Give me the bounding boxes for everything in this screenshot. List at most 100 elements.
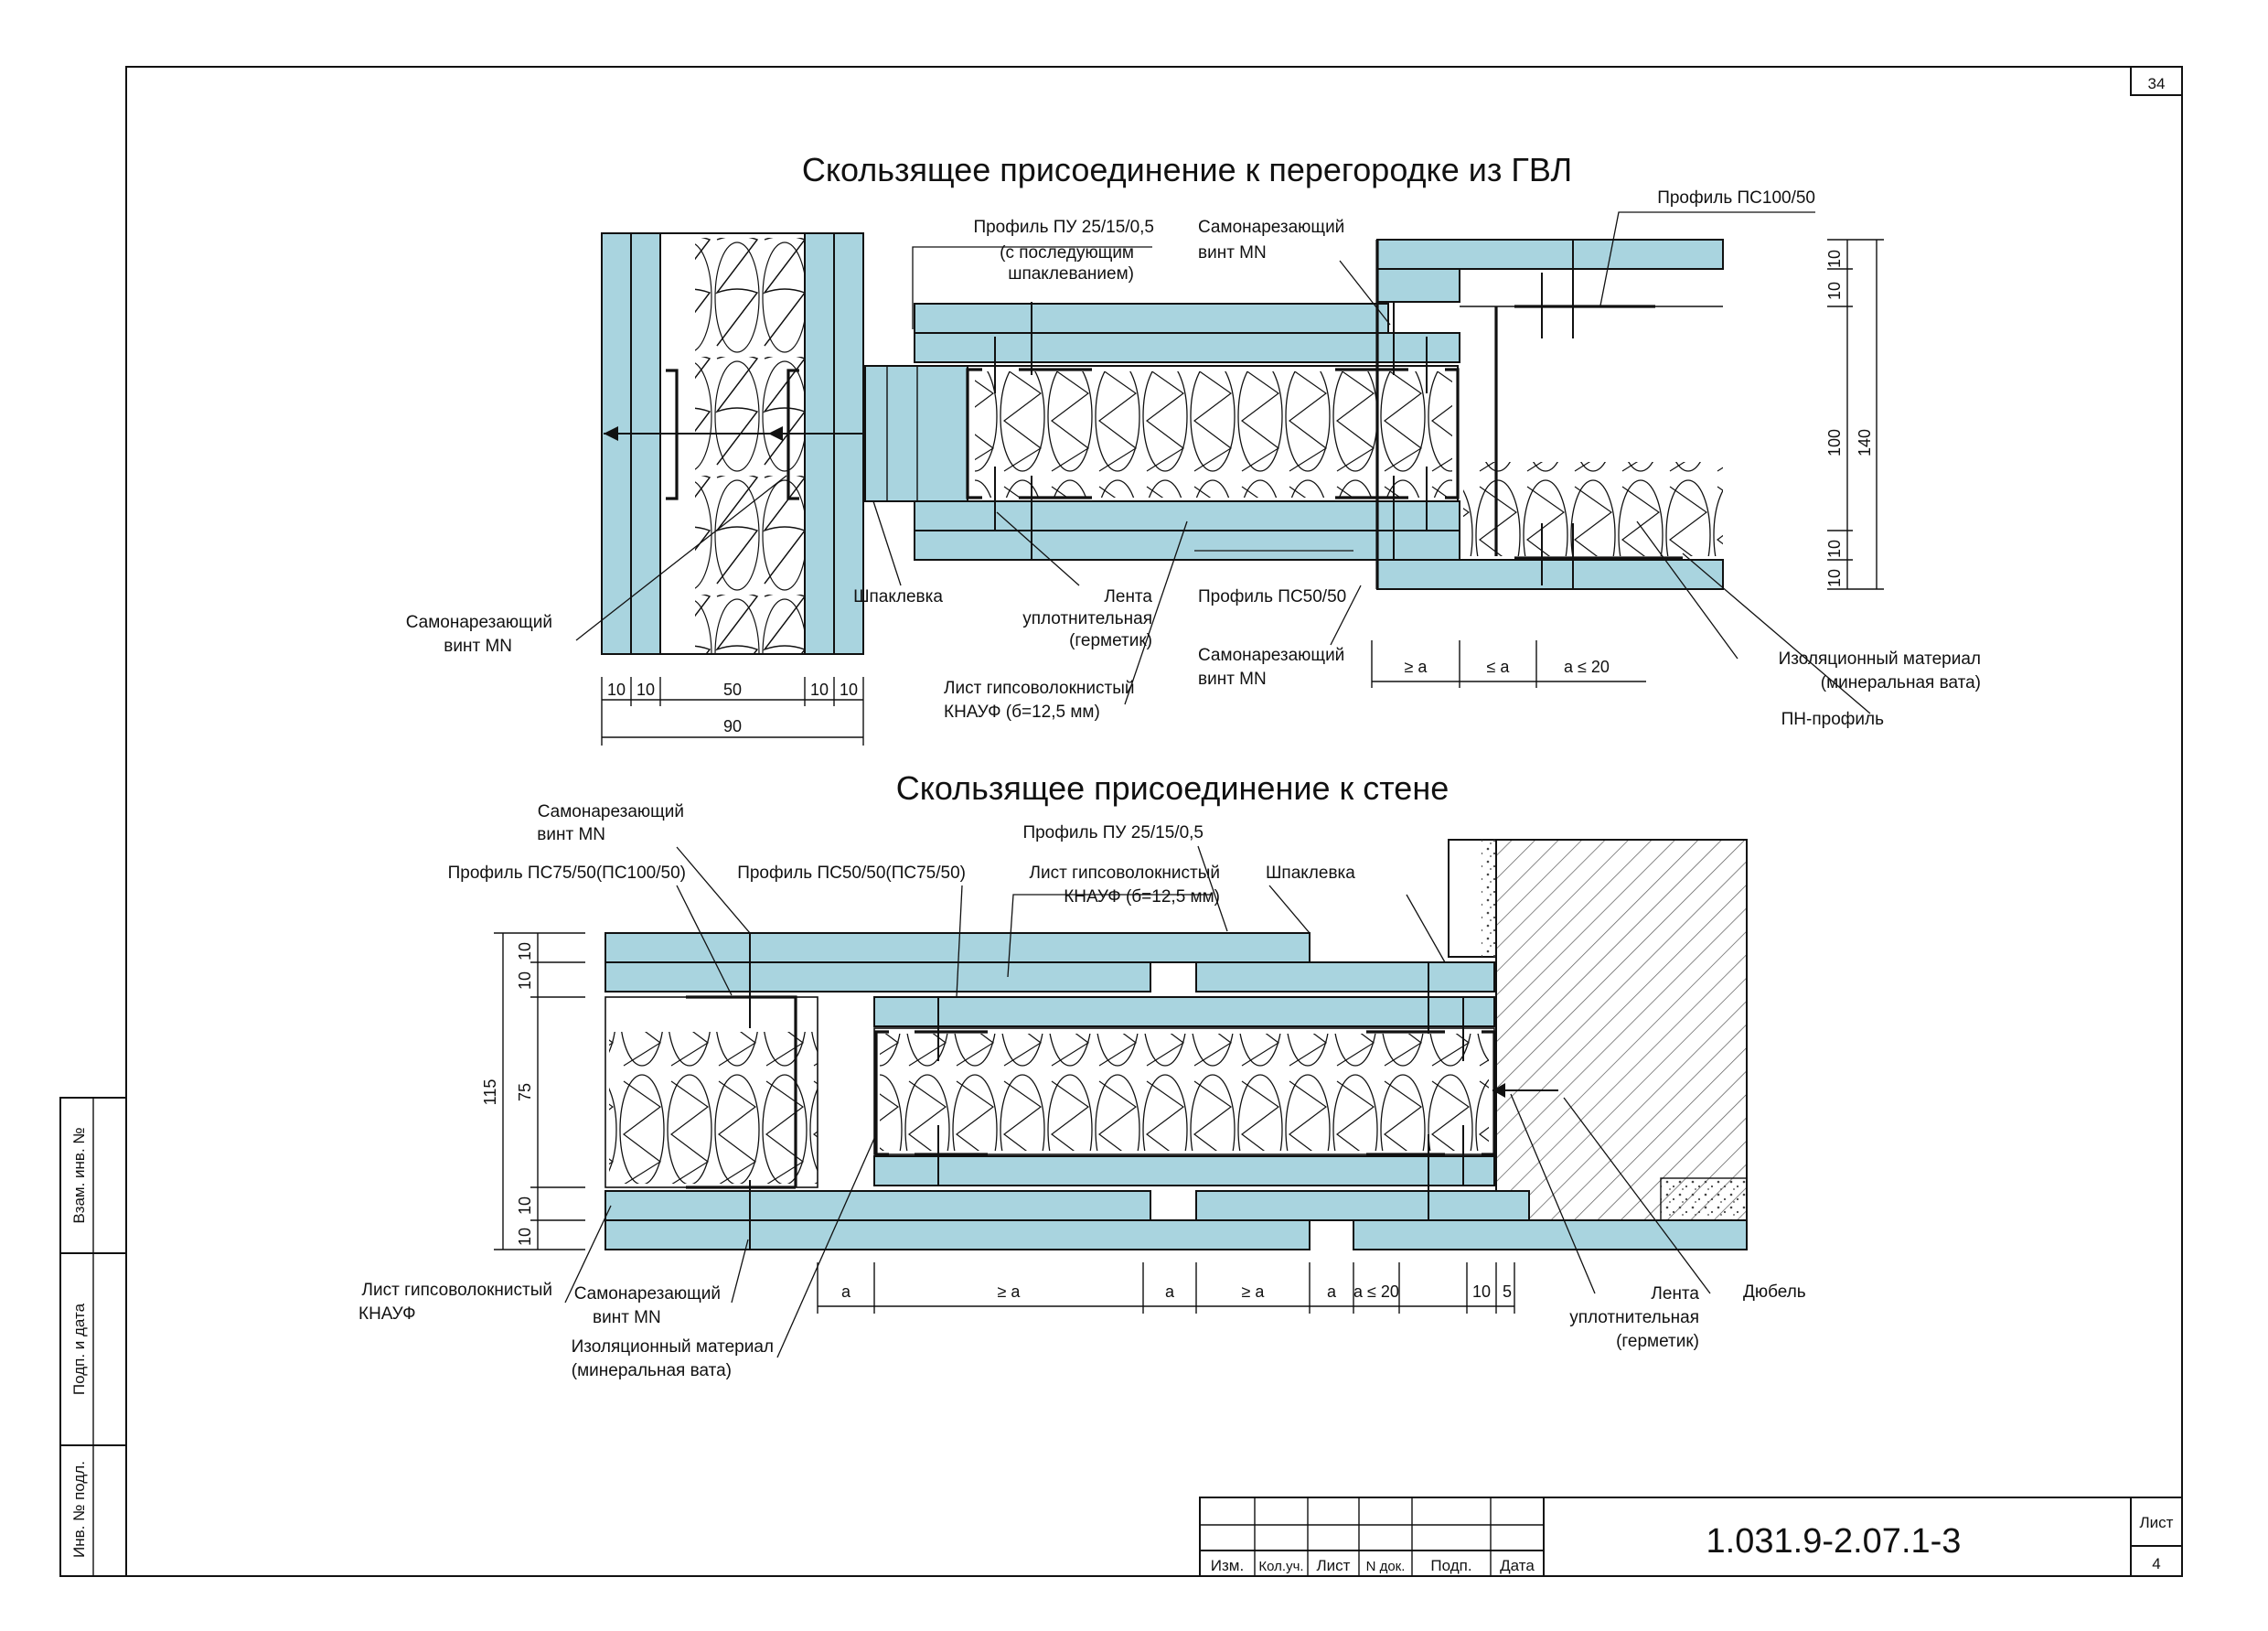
dim-bb-2: ≥ a (998, 1282, 1022, 1301)
dim-bb-5: a (1327, 1282, 1337, 1301)
dim-b1: 10 (607, 681, 626, 699)
dims-left-2: 115 75 10 10 10 10 (481, 932, 585, 1250)
dim-l-10c: 10 (516, 1196, 534, 1215)
dim-l-75: 75 (516, 1083, 534, 1101)
l2-insul2: (минеральная вата) (572, 1361, 732, 1380)
l2-tape1: Лента (1651, 1284, 1699, 1304)
gap-dims-1: ≥ a ≤ a a ≤ 20 (1371, 640, 1646, 688)
sheet-frame: 34 (125, 66, 2183, 1577)
dim-bb-6: a ≤ 20 (1353, 1282, 1399, 1301)
tb-col-izm: Изм. (1211, 1557, 1244, 1574)
tb-col-ndok: N док. (1366, 1559, 1406, 1574)
l2-sheet-bot1: Лист гипсоволокнистый (362, 1281, 552, 1300)
gap-2: ≤ a (1487, 658, 1511, 676)
label-insul1: Изоляционный материал (1779, 649, 1981, 669)
l2-ps50: Профиль ПС50/50(ПС75/50) (737, 864, 966, 883)
l2-sheet-top1: Лист гипсоволокнистый (1030, 864, 1220, 883)
label-screw-top2: винт MN (1198, 243, 1267, 263)
dim-r4: 140 (1856, 429, 1874, 456)
dim-b4: 10 (810, 681, 829, 699)
label-ps50: Профиль ПС50/50 (1198, 587, 1346, 606)
labels-1: Профиль ПУ 25/15/0,5 (с последующим шпак… (406, 188, 1981, 729)
dim-r3: 100 (1825, 429, 1844, 456)
dim-bb-4: ≥ a (1242, 1282, 1266, 1301)
dim-b2: 10 (637, 681, 655, 699)
ps100-partition (1375, 239, 1724, 590)
dim-bb-3: a (1165, 1282, 1175, 1301)
dim-total: 90 (723, 717, 742, 735)
label-pu-note1: (с последующим (1000, 243, 1134, 263)
dim-r5: 10 (1825, 540, 1844, 558)
label-pu: Профиль ПУ 25/15/0,5 (973, 218, 1154, 237)
dim-bb-8: 5 (1503, 1282, 1512, 1301)
drawing-2: Скользящее присоединение к стене (358, 769, 1806, 1380)
l2-screw-top2: винт MN (537, 825, 605, 844)
dim-l-total: 115 (481, 1079, 499, 1106)
dims-right-1: 10 10 100 140 10 10 (1825, 239, 1884, 590)
dim-l-10a: 10 (516, 942, 534, 960)
leaders-2 (564, 845, 1711, 1358)
label-pu-note2: шпаклеванием) (1008, 264, 1134, 284)
label-insul2: (минеральная вата) (1821, 673, 1981, 692)
label-tape1: Лента (1104, 587, 1152, 606)
side-stamp: Взам. инв. № Подп. и дата Инв. № подл. (59, 1097, 127, 1577)
boards-top-2 (604, 932, 1748, 1250)
l2-tape2: уплотнительная (1569, 1308, 1699, 1327)
leaders-1 (575, 211, 1871, 714)
dim-r2: 10 (1825, 282, 1844, 300)
dim-b5: 10 (840, 681, 858, 699)
dim-l-10b: 10 (516, 971, 534, 990)
gap-1: ≥ a (1405, 658, 1428, 676)
dim-l-10d: 10 (516, 1228, 534, 1246)
tb-col-podp: Подп. (1430, 1557, 1471, 1574)
label-screw-left1: Самонарезающий (406, 613, 552, 632)
l2-screw-bot2: винт MN (593, 1308, 661, 1327)
l2-sheet-top2: КНАУФ (б=12,5 мм) (1064, 887, 1220, 907)
l2-ps75: Профиль ПС75/50(ПС100/50) (448, 864, 686, 883)
l2-insul1: Изоляционный материал (572, 1337, 774, 1357)
l2-putty: Шпаклевка (1266, 864, 1355, 883)
drawing-1-title: Скользящее присоединение к перегородке и… (802, 151, 1572, 188)
title-block: Изм. Кол.уч. Лист N док. Подп. Дата 1.03… (1199, 1497, 2183, 1577)
dim-b3: 50 (723, 681, 742, 699)
cavity-2 (604, 995, 1558, 1189)
label-screw-bot1: Самонарезающий (1198, 646, 1344, 665)
dims-bottom-2: a ≥ a a ≥ a a a ≤ 20 10 5 (817, 1262, 1515, 1314)
label-sheet2: КНАУФ (б=12,5 мм) (944, 703, 1100, 722)
dim-r1: 10 (1825, 250, 1844, 268)
l2-dowel: Дюбель (1743, 1282, 1806, 1302)
l2-sheet-bot2: КНАУФ (358, 1304, 416, 1324)
drawing-1: Скользящее присоединение к перегородке и… (406, 151, 1981, 746)
label-screw-bot2: винт MN (1198, 670, 1267, 689)
stamp-vzam: Взам. инв. № (70, 1127, 88, 1223)
tb-col-list: Лист (1317, 1557, 1351, 1574)
label-pn: ПН-профиль (1781, 710, 1884, 729)
l2-screw-top1: Самонарезающий (538, 802, 684, 821)
document-code: 1.031.9-2.07.1-3 (1706, 1522, 1962, 1561)
tb-col-koluch: Кол.уч. (1258, 1559, 1303, 1574)
tb-col-data: Дата (1500, 1557, 1535, 1574)
drawing-2-title: Скользящее присоединение к стене (896, 769, 1449, 807)
label-screw-top1: Самонарезающий (1198, 218, 1344, 237)
label-screw-left2: винт MN (444, 637, 512, 656)
screws-drawing-2 (749, 933, 1464, 1250)
label-ps100: Профиль ПС100/50 (1657, 188, 1815, 208)
gap-3: a ≤ 20 (1564, 658, 1610, 676)
label-putty: Шпаклевка (853, 587, 943, 606)
label-tape3: (герметик) (1069, 631, 1152, 650)
l2-pu: Профиль ПУ 25/15/0,5 (1022, 823, 1204, 842)
dim-bb-7: 10 (1472, 1282, 1491, 1301)
sheet-number-top: 34 (2148, 75, 2166, 92)
stamp-podp: Подп. и дата (70, 1303, 88, 1395)
list-label: Лист (2140, 1514, 2174, 1531)
dim-bb-1: a (841, 1282, 851, 1301)
l2-tape3: (герметик) (1616, 1332, 1699, 1351)
stamp-inv: Инв. № подл. (70, 1461, 88, 1558)
l2-screw-bot1: Самонарезающий (574, 1284, 721, 1304)
dims-bottom-1: 10 10 50 10 10 90 (601, 677, 864, 746)
list-number: 4 (2152, 1555, 2160, 1572)
gvl-partition (601, 232, 958, 655)
screws-drawing-1 (994, 240, 1574, 589)
label-tape2: уплотнительная (1022, 609, 1152, 628)
